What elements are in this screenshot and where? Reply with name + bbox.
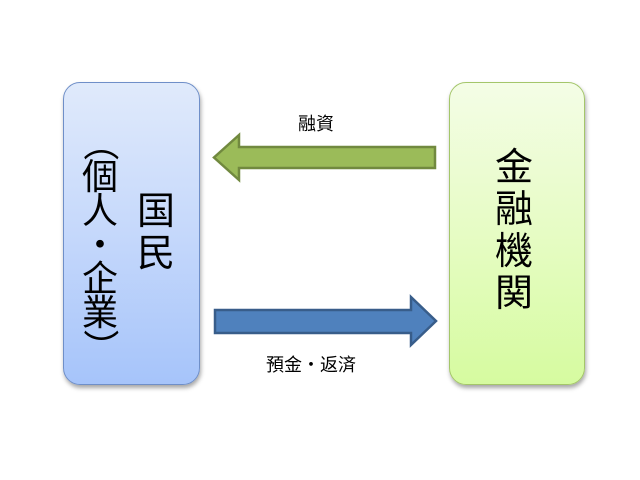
kokumin-sub-label: （ 個 人 ・ 企 業 ） (79, 125, 120, 365)
loan-arrow-left (212, 132, 437, 183)
kokumin-main-label: 国 民 (137, 192, 175, 276)
char-gyo: 業 (82, 293, 119, 334)
char-min: 民 (137, 231, 176, 275)
char-yu: 融 (495, 187, 534, 231)
char-ki2: 機 (495, 229, 534, 273)
kinyu-kikan-box (449, 82, 585, 385)
deposit-repay-label: 預金・返済 (266, 355, 356, 376)
char-kin: 金 (495, 145, 534, 189)
char-kan: 関 (495, 271, 534, 315)
char-ko: 個 (82, 157, 119, 198)
loan-label: 融資 (298, 114, 334, 135)
char-jin: 人 (82, 191, 119, 232)
char-dot: ・ (82, 225, 119, 266)
char-ki: 企 (82, 259, 119, 300)
kokumin-box (63, 82, 200, 385)
kinyu-kikan-label: 金 融 機 関 (495, 148, 533, 316)
deposit-arrow-right (213, 294, 438, 348)
char-koku: 国 (137, 189, 176, 233)
